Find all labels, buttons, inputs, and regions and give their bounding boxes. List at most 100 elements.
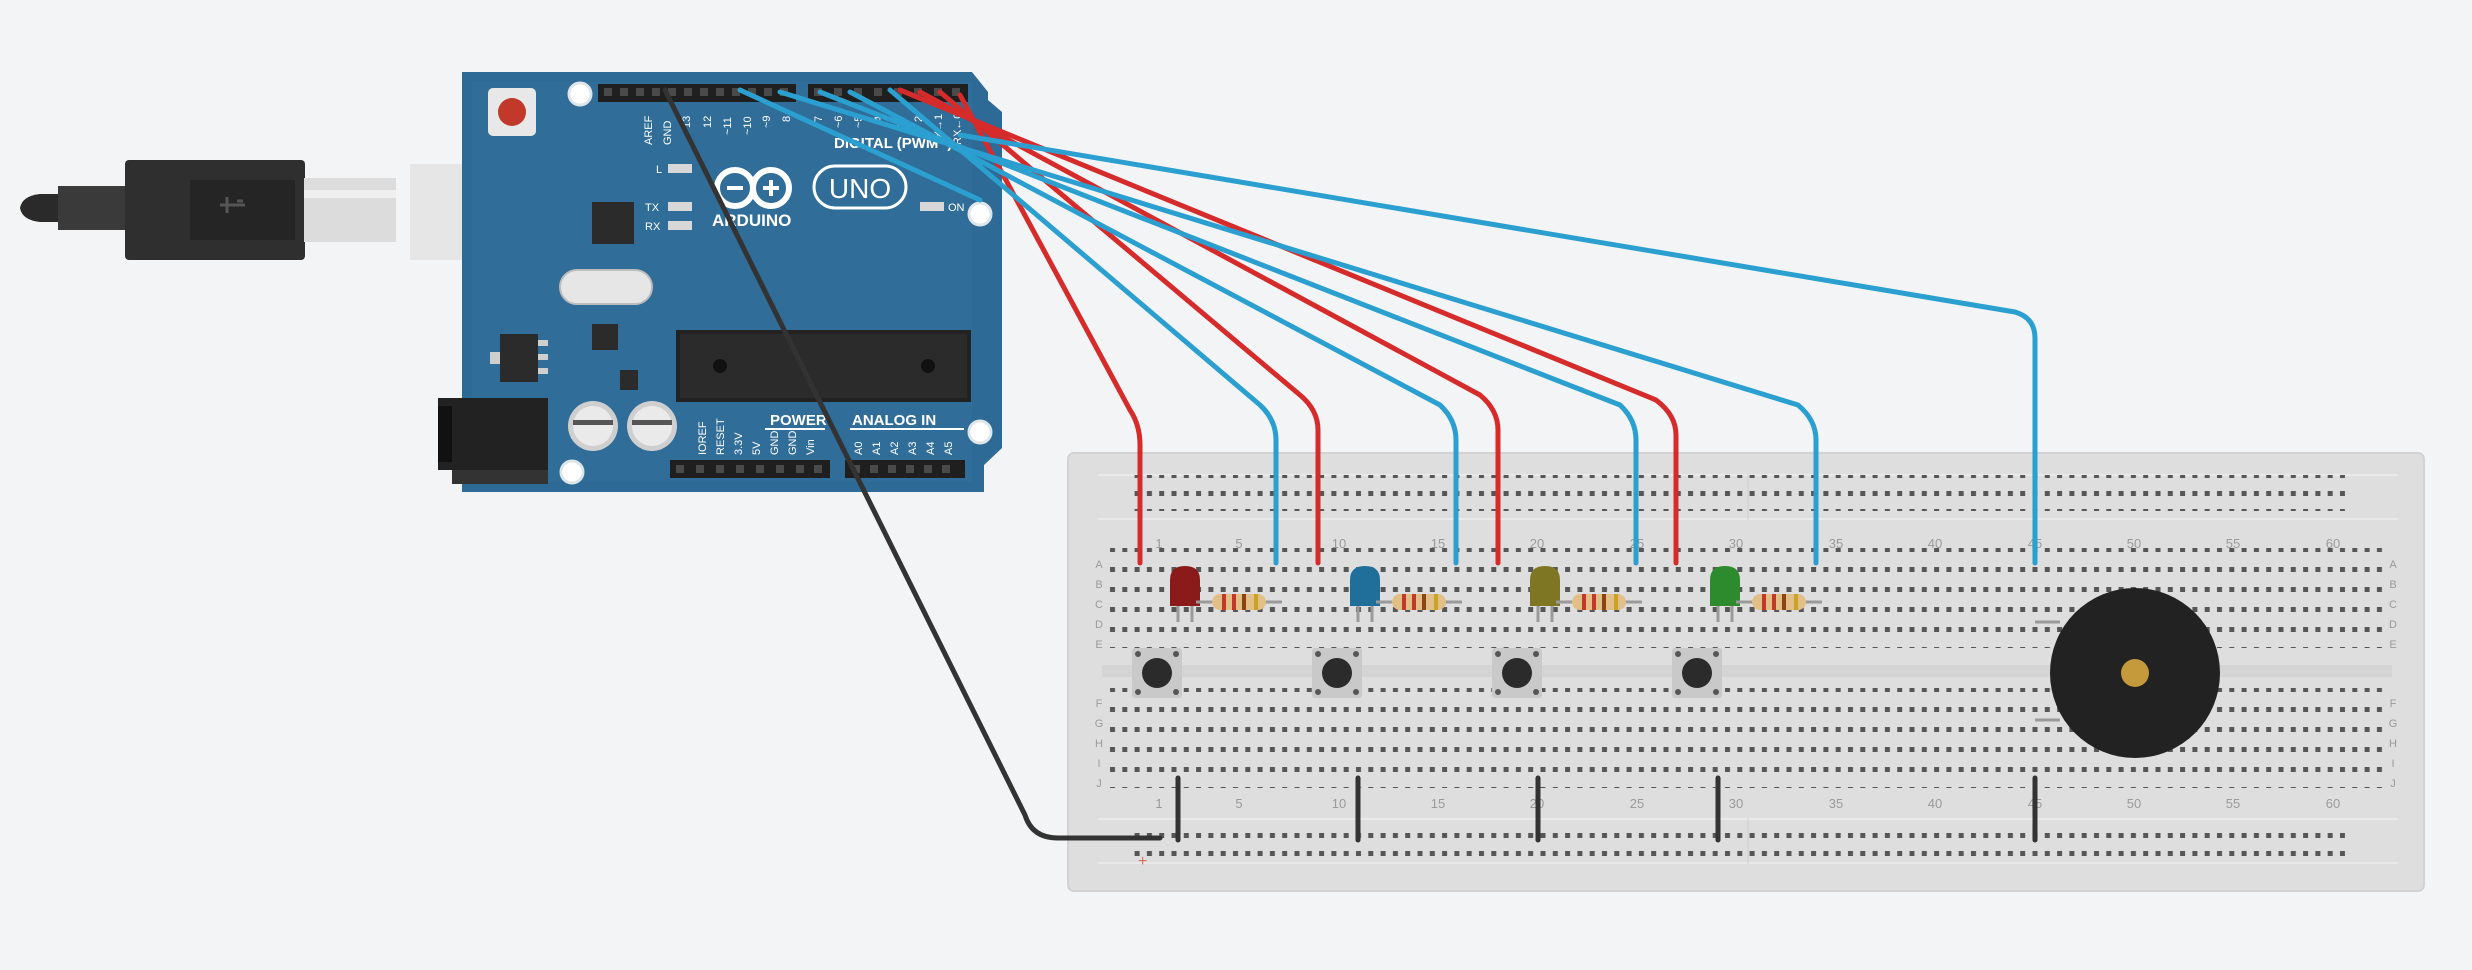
crystal-oscillator: [559, 269, 653, 305]
wire-blue-4[interactable]: [777, 89, 1819, 566]
col-number-20-top: 20: [1530, 536, 1544, 551]
row-letter-g-left: G: [1095, 718, 1104, 730]
col-number-30-top: 30: [1729, 536, 1743, 551]
pushbutton-1[interactable]: [1132, 648, 1182, 698]
pin-label-9: ~9: [761, 115, 773, 128]
analog-pin-a0: A0: [853, 442, 865, 455]
row-letter-d-left: D: [1095, 619, 1103, 631]
row-letter-f-left: F: [1096, 698, 1103, 710]
pin-label-6: ~6: [833, 115, 845, 128]
pin-label-10: ~10: [742, 116, 754, 135]
power-header: [670, 460, 830, 478]
row-letter-c-left: C: [1095, 599, 1103, 611]
row-letter-d-right: D: [2389, 619, 2397, 631]
row-letter-f-right: F: [2390, 698, 2397, 710]
row-letter-a-right: A: [2389, 559, 2397, 571]
row-letter-i-left: I: [1097, 758, 1100, 770]
col-number-5-top: 5: [1235, 536, 1242, 551]
row-letter-e-left: E: [1095, 639, 1102, 651]
plus-rail-marker: +: [1138, 853, 1147, 870]
power-pin-gnd-1: GND: [769, 431, 781, 456]
row-letter-i-right: I: [2391, 758, 2394, 770]
pin-label-gnd: GND: [662, 121, 674, 146]
row-letter-j-right: J: [2390, 778, 2396, 790]
col-number-50-top: 50: [2127, 536, 2141, 551]
atmega-chip: [676, 330, 971, 402]
row-letter-c-right: C: [2389, 599, 2397, 611]
col-number-1-bottom: 1: [1155, 796, 1162, 811]
led-red[interactable]: [1170, 566, 1200, 622]
capacitor-2: [627, 401, 677, 451]
led-green[interactable]: [1710, 566, 1740, 622]
analog-header: [845, 460, 965, 478]
row-letter-b-left: B: [1095, 579, 1102, 591]
power-pin-5v: 5V: [751, 441, 763, 455]
wire-blue-5[interactable]: [737, 87, 983, 203]
col-number-1-top: 1: [1155, 536, 1162, 551]
led-blue[interactable]: [1350, 566, 1380, 622]
pin-label-11: ~11: [722, 117, 734, 135]
row-letter-h-right: H: [2389, 738, 2397, 750]
onboard-led-tx: TX: [645, 202, 692, 214]
wire-red-3[interactable]: [917, 89, 1501, 566]
digital-header-left: [598, 84, 796, 102]
pin-label-aref: AREF: [643, 115, 655, 145]
breadboard[interactable]: + A B C D E F G H I J A B C D E F G H I …: [1067, 452, 2425, 892]
power-jack: [438, 398, 548, 484]
pin-label-7: 7: [813, 116, 825, 122]
voltage-regulator: [490, 334, 548, 382]
pin-label-8: 8: [781, 116, 793, 122]
wire-blue-1[interactable]: [887, 87, 1279, 566]
usb-cable[interactable]: [20, 160, 538, 260]
svg-text:RX: RX: [645, 221, 661, 233]
resistor-4[interactable]: [1736, 594, 1822, 610]
resistor-1[interactable]: [1196, 594, 1282, 610]
row-letter-g-right: G: [2389, 718, 2398, 730]
top-power-rail: [1130, 475, 2345, 511]
bottom-power-rail: [1130, 820, 2345, 856]
col-number-10-bottom: 10: [1332, 796, 1346, 811]
wire-red-2[interactable]: [937, 89, 1321, 566]
pushbutton-4[interactable]: [1672, 648, 1722, 698]
wire-red-1[interactable]: [957, 92, 1143, 566]
col-number-50-bottom: 50: [2127, 796, 2141, 811]
wire-red-4[interactable]: [897, 87, 1679, 566]
analog-pin-a2: A2: [889, 442, 901, 455]
wire-blue-buzzer[interactable]: [957, 132, 2038, 566]
arduino-uno-board[interactable]: AREF GND 13 12 ~11 ~10 ~9 8 7 ~6 ~5 4 ~3…: [438, 72, 1002, 492]
pushbutton-2[interactable]: [1312, 648, 1362, 698]
row-letter-e-right: E: [2389, 639, 2396, 651]
svg-text:L: L: [656, 164, 662, 176]
col-number-40-bottom: 40: [1928, 796, 1942, 811]
pushbutton-3[interactable]: [1492, 648, 1542, 698]
piezo-buzzer[interactable]: [2035, 588, 2220, 758]
svg-text:ON: ON: [948, 202, 965, 214]
resistor-2[interactable]: [1376, 594, 1462, 610]
wire-blue-2[interactable]: [847, 89, 1459, 566]
onboard-led-l: L: [656, 164, 692, 176]
resistor-3[interactable]: [1556, 594, 1642, 610]
pin-label-4: 4: [873, 116, 885, 122]
col-number-40-top: 40: [1928, 536, 1942, 551]
small-chip: [592, 324, 618, 350]
row-letter-h-left: H: [1095, 738, 1103, 750]
onboard-led-on: ON: [920, 202, 965, 214]
col-number-15-bottom: 15: [1431, 796, 1445, 811]
power-pin-vin: Vin: [805, 439, 817, 455]
led-yellow[interactable]: [1530, 566, 1560, 622]
wire-blue-3[interactable]: [817, 89, 1639, 566]
col-number-30-bottom: 30: [1729, 796, 1743, 811]
wire-gnd[interactable]: [662, 87, 1163, 841]
power-pin-3v3: 3.3V: [733, 432, 745, 455]
analog-pin-a5: A5: [943, 442, 955, 455]
row-letter-b-right: B: [2389, 579, 2396, 591]
power-pin-ioref: IOREF: [697, 421, 709, 455]
col-number-10-top: 10: [1332, 536, 1346, 551]
col-number-35-bottom: 35: [1829, 796, 1843, 811]
col-number-5-bottom: 5: [1235, 796, 1242, 811]
transistor: [620, 370, 638, 390]
svg-text:TX: TX: [645, 202, 660, 214]
col-number-55-top: 55: [2226, 536, 2240, 551]
pin-label-12: 12: [702, 116, 714, 128]
